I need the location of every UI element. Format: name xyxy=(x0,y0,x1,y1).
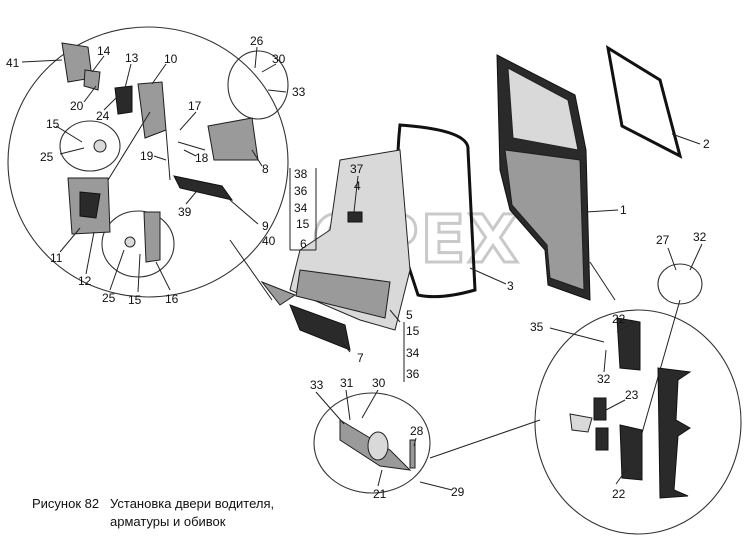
caption-line-2: арматуры и обивок xyxy=(110,514,226,529)
callout-7: 7 xyxy=(357,351,364,365)
callout-39: 39 xyxy=(178,205,192,219)
callout-33-b: 33 xyxy=(310,378,324,392)
striker xyxy=(593,397,609,451)
detail-ring-left xyxy=(7,26,289,298)
callout-15-c: 15 xyxy=(128,293,142,307)
callout-30-b: 30 xyxy=(372,376,386,390)
callout-10: 10 xyxy=(164,52,178,66)
callout-21: 21 xyxy=(373,487,387,501)
callout-29: 29 xyxy=(451,485,465,499)
callout-17: 17 xyxy=(188,99,202,113)
rod-links xyxy=(107,111,206,181)
door-trim-panel xyxy=(289,149,411,331)
callout-36-a: 36 xyxy=(294,184,308,198)
inner-lever xyxy=(260,280,297,306)
callout-37: 37 xyxy=(350,162,364,176)
leader-door-to-ring xyxy=(589,261,616,301)
callout-34-b: 34 xyxy=(406,346,420,360)
armrest-handle xyxy=(289,304,351,351)
callout-40: 40 xyxy=(262,234,276,248)
callout-32-b: 32 xyxy=(597,372,611,386)
striker-bracket xyxy=(657,367,692,499)
callout-15-b: 15 xyxy=(296,217,310,231)
callout-4: 4 xyxy=(354,179,361,193)
callout-23: 23 xyxy=(625,388,639,402)
cover-plate xyxy=(143,211,161,263)
callout-16: 16 xyxy=(165,292,179,306)
bolt-assembly xyxy=(569,413,593,433)
lock-flange xyxy=(367,431,389,461)
detail-ring-top xyxy=(227,50,289,120)
callout-13: 13 xyxy=(125,51,139,65)
callout-5: 5 xyxy=(406,308,413,322)
callout-15-d: 15 xyxy=(406,324,420,338)
callout-3: 3 xyxy=(507,279,514,293)
lock-pin xyxy=(409,439,416,469)
callout-31: 31 xyxy=(340,376,354,390)
callout-27: 27 xyxy=(656,233,670,247)
callout-22-a: 22 xyxy=(612,312,626,326)
leader-handle-ring xyxy=(229,239,273,301)
striker-plate-upper xyxy=(616,317,641,371)
leader-lines xyxy=(21,46,703,491)
callout-38: 38 xyxy=(294,167,308,181)
callout-26: 26 xyxy=(250,34,264,48)
callout-labels: 41 14 13 10 26 30 33 20 24 17 15 25 19 1… xyxy=(6,34,710,501)
callout-25-a: 25 xyxy=(40,150,54,164)
callout-12: 12 xyxy=(78,274,92,288)
detail-ring-screw xyxy=(59,120,121,172)
leader-lock-ring xyxy=(429,419,541,459)
lock-button xyxy=(114,85,133,115)
lock-mechanism xyxy=(137,81,167,139)
callout-36-b: 36 xyxy=(406,367,420,381)
inner-door-handle xyxy=(173,175,234,201)
callout-2: 2 xyxy=(703,137,710,151)
figure-number: Рисунок 82 xyxy=(32,496,99,511)
cap-screw xyxy=(124,236,136,248)
callout-35: 35 xyxy=(530,320,544,334)
switch-cap xyxy=(83,69,101,91)
callout-30-top: 30 xyxy=(272,52,286,66)
door-frame xyxy=(496,54,591,301)
callout-41: 41 xyxy=(6,56,20,70)
callout-9: 9 xyxy=(262,219,269,233)
striker-plate-lower xyxy=(619,424,643,481)
callout-1: 1 xyxy=(620,203,627,217)
callout-24: 24 xyxy=(96,109,110,123)
callout-20: 20 xyxy=(70,99,84,113)
callout-11: 11 xyxy=(50,251,63,265)
callout-14: 14 xyxy=(97,44,111,58)
callout-6: 6 xyxy=(300,237,307,251)
detail-ring-cap xyxy=(101,210,175,278)
outer-handle-mech xyxy=(207,117,259,161)
screw-cap xyxy=(93,139,107,153)
window-seal xyxy=(605,44,683,159)
callout-32-a: 32 xyxy=(693,230,707,244)
detail-ring-bolt xyxy=(657,263,703,305)
callout-22-b: 22 xyxy=(612,487,626,501)
callout-18: 18 xyxy=(195,151,209,165)
caption-line-1: Установка двери водителя, xyxy=(110,496,274,511)
callout-33-top: 33 xyxy=(292,85,306,99)
callout-15-a: 15 xyxy=(46,117,60,131)
callout-28: 28 xyxy=(410,424,424,438)
callout-19: 19 xyxy=(140,149,154,163)
callout-25-b: 25 xyxy=(102,291,116,305)
handle-bezel-insert xyxy=(79,191,101,219)
callout-8: 8 xyxy=(262,162,269,176)
detail-ring-lock xyxy=(313,392,431,494)
callout-34-a: 34 xyxy=(294,201,308,215)
